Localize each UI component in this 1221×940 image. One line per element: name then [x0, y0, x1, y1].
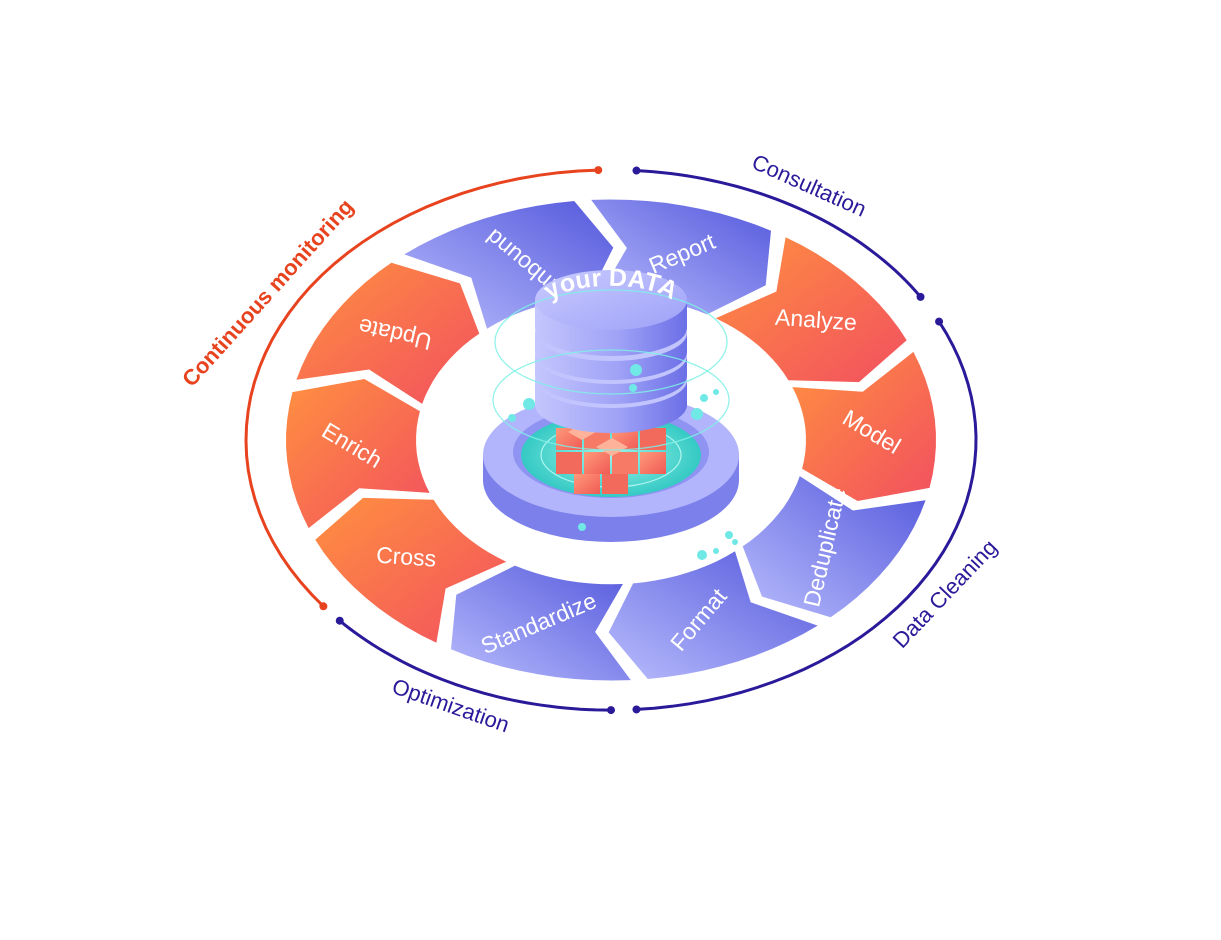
phase-arc — [244, 168, 599, 608]
arc-endpoint — [632, 705, 641, 714]
phase-arc — [636, 169, 922, 298]
arc-endpoint — [319, 602, 328, 611]
segment-shape — [742, 476, 926, 618]
segment-shape — [296, 262, 480, 404]
cube-cluster-icon — [556, 424, 666, 494]
segment-label: Analyze — [774, 304, 857, 336]
segment-shape — [451, 565, 631, 681]
segment-shape — [608, 551, 818, 679]
arc-endpoint — [632, 166, 641, 175]
segment-standardize: Standardize — [451, 565, 631, 681]
arc-endpoint — [916, 292, 925, 301]
arc-endpoint — [335, 616, 344, 625]
phase-arc — [338, 619, 612, 712]
arc-endpoint — [594, 166, 603, 175]
database-illustration: your DATA — [483, 264, 739, 560]
segment-shape — [286, 379, 430, 529]
segment-shape — [315, 497, 507, 643]
segment-deduplicate: Deduplicate — [742, 476, 926, 618]
segment-update: Update — [296, 262, 480, 404]
arc-endpoint — [607, 706, 615, 715]
database-stack-icon — [535, 270, 687, 433]
bubble-decorations — [508, 364, 738, 560]
segment-model: Model — [792, 351, 936, 501]
segment-shape — [792, 351, 936, 501]
segment-shape — [715, 237, 907, 383]
segment-format: Format — [608, 551, 818, 679]
phase-label: Consultation — [748, 149, 870, 222]
segment-analyze: Analyze — [715, 237, 907, 383]
arc-endpoint — [935, 317, 944, 326]
phase-label: Data Cleaning — [888, 535, 1002, 653]
segment-label: Cross — [375, 542, 437, 572]
phase-arc — [636, 320, 978, 711]
segment-enrich: Enrich — [286, 379, 430, 529]
segment-cross: Cross — [315, 497, 507, 643]
